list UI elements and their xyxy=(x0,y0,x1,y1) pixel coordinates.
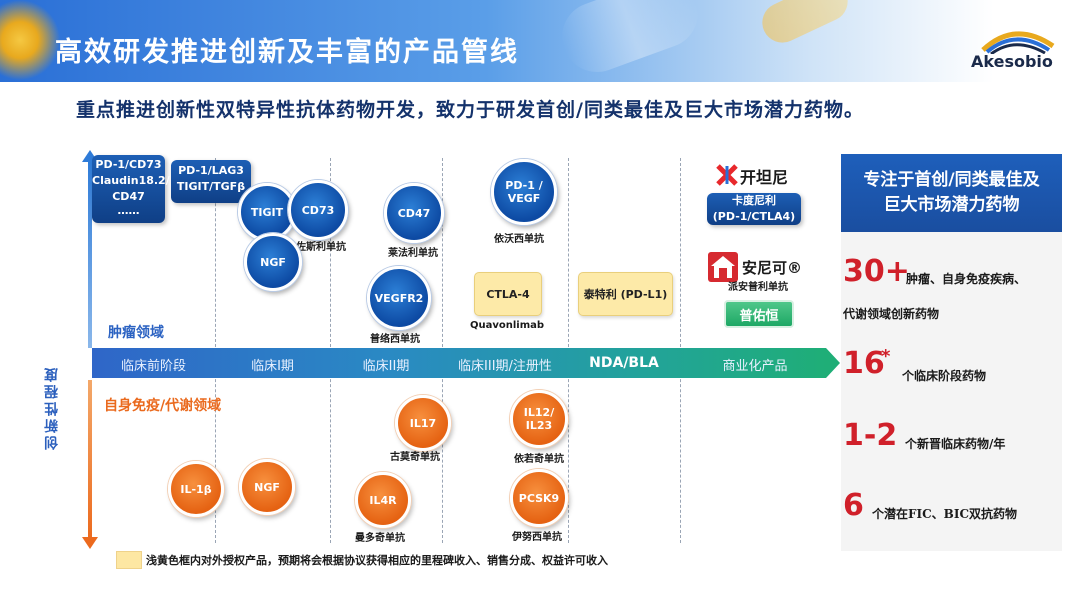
stat-text: 肿瘤、自身免疫疾病、 xyxy=(906,272,1027,286)
stat-value: 1-2 xyxy=(843,418,898,453)
product-logo-puyouheng: 普佑恒 xyxy=(724,300,794,328)
drug-name: 普络西单抗 xyxy=(370,334,420,345)
drug-circle-il1b: IL-1β xyxy=(168,461,224,517)
drug-circle-cd73: CD73 xyxy=(288,180,348,240)
oncology-area-label: 肿瘤领域 xyxy=(108,325,164,341)
stage-arrow-icon xyxy=(826,348,840,378)
kaitanni-logo-icon xyxy=(716,164,738,186)
page-title: 高效研发推进创新及丰富的产品管线 xyxy=(55,37,519,68)
oncology-axis xyxy=(88,158,92,348)
anike-logo-icon xyxy=(708,252,738,282)
stat-value: 6 xyxy=(843,488,864,523)
drug-name: 依沃西单抗 xyxy=(494,234,544,245)
drug-circle-pcsk9: PCSK9 xyxy=(510,469,568,527)
drug-circle-il17: IL17 xyxy=(395,395,451,451)
header-decoration xyxy=(755,0,855,50)
immunology-axis xyxy=(88,380,92,540)
y-axis-label: 创新性程度 xyxy=(44,365,60,450)
stat-asterisk: * xyxy=(881,346,891,367)
target-label: TIGIT/TGFβ xyxy=(176,180,246,193)
licensed-product-ctla4: CTLA-4 xyxy=(474,272,542,316)
drug-circle-ngf: NGF xyxy=(244,233,302,291)
product-brand: 开坦尼 xyxy=(740,168,789,187)
product-name: 卡度尼利 xyxy=(732,194,776,207)
commercial-product-box: 卡度尼利 (PD-1/CTLA4) xyxy=(707,193,801,225)
company-logo: Akesobio xyxy=(965,22,1065,74)
stat-text: 个临床阶段药物 xyxy=(902,369,987,383)
licensed-product-pdl1: 泰特利 (PD-L1) xyxy=(578,272,673,316)
stat-text: 代谢领域创新药物 xyxy=(843,307,940,321)
target-label: CD47 xyxy=(112,190,145,203)
axis-arrow-down-icon xyxy=(82,537,98,549)
stage-bar xyxy=(92,348,826,378)
drug-circle-ngf: NGF xyxy=(239,459,295,515)
licensed-legend-swatch xyxy=(116,551,142,569)
target-label: Claudin18.2/ xyxy=(92,174,170,187)
product-target: (PD-1/CTLA4) xyxy=(712,210,796,223)
footnote: 浅黄色框内对外授权产品，预期将会根据协议获得相应的里程碑收入、销售分成、权益许可… xyxy=(146,554,608,567)
drug-name: 佐斯利单抗 xyxy=(296,242,346,253)
subtitle: 重点推进创新性双特异性抗体药物开发，致力于研发首创/同类最佳及巨大市场潜力药物。 xyxy=(76,99,864,121)
drug-name: Quavonlimab xyxy=(470,320,545,331)
target-label: …… xyxy=(117,204,140,217)
product-logo-kaitanni: 开坦尼 xyxy=(716,162,788,190)
drug-circle-il4r: IL4R xyxy=(355,472,411,528)
drug-name: 伊努西单抗 xyxy=(512,532,562,543)
stat-text: 个新晋临床药物/年 xyxy=(905,437,1006,451)
stage-preclinical: 临床前阶段 xyxy=(120,359,186,374)
stage-commercial: 商业化产品 xyxy=(722,359,788,374)
drug-circle-pd1-vegf: PD-1 / VEGF xyxy=(491,159,557,225)
product-name: 派安普利单抗 xyxy=(728,282,788,293)
panel-heading-line: 专注于首创/同类最佳及 xyxy=(863,170,1040,190)
panel-heading-line: 巨大市场潜力药物 xyxy=(883,195,1020,215)
drug-circle-cd47: CD47 xyxy=(384,183,444,243)
logo-text: Akesobio xyxy=(971,52,1053,71)
header-decoration xyxy=(552,0,708,82)
drug-name: 古莫奇单抗 xyxy=(390,452,440,463)
drug-name: 曼多奇单抗 xyxy=(355,533,405,544)
drug-circle-il12-il23: IL12/ IL23 xyxy=(510,390,568,448)
stage-nda-bla: NDA/BLA xyxy=(589,355,659,371)
header-banner xyxy=(0,0,1080,82)
drug-name: 莱法利单抗 xyxy=(388,248,438,259)
target-label: PD-1/CD73 xyxy=(95,158,162,171)
stat-text: 个潜在FIC、BIC双抗药物 xyxy=(872,507,1017,521)
target-box: PD-1/LAG3 TIGIT/TGFβ xyxy=(171,160,251,203)
stats-panel-heading: 专注于首创/同类最佳及 巨大市场潜力药物 xyxy=(841,154,1062,232)
stage-phase-2: 临床II期 xyxy=(362,359,410,374)
anike-logo-mark xyxy=(711,256,735,278)
stage-phase-1: 临床I期 xyxy=(251,359,294,374)
target-box: PD-1/CD73 Claudin18.2/ CD47 …… xyxy=(92,155,170,223)
stat-value: 16 xyxy=(843,346,885,381)
target-label: PD-1/LAG3 xyxy=(178,164,244,177)
immunology-area-label: 自身免疫/代谢领域 xyxy=(104,398,222,414)
product-brand: 安尼可® xyxy=(742,259,803,277)
logo-swoosh-icon xyxy=(981,31,1055,54)
drug-circle-vegfr2: VEGFR2 xyxy=(367,266,431,330)
stage-phase-3: 临床III期/注册性 xyxy=(458,359,552,374)
stat-value: 30+ xyxy=(843,254,910,289)
header-decoration xyxy=(0,0,60,82)
drug-name: 依若奇单抗 xyxy=(514,454,564,465)
